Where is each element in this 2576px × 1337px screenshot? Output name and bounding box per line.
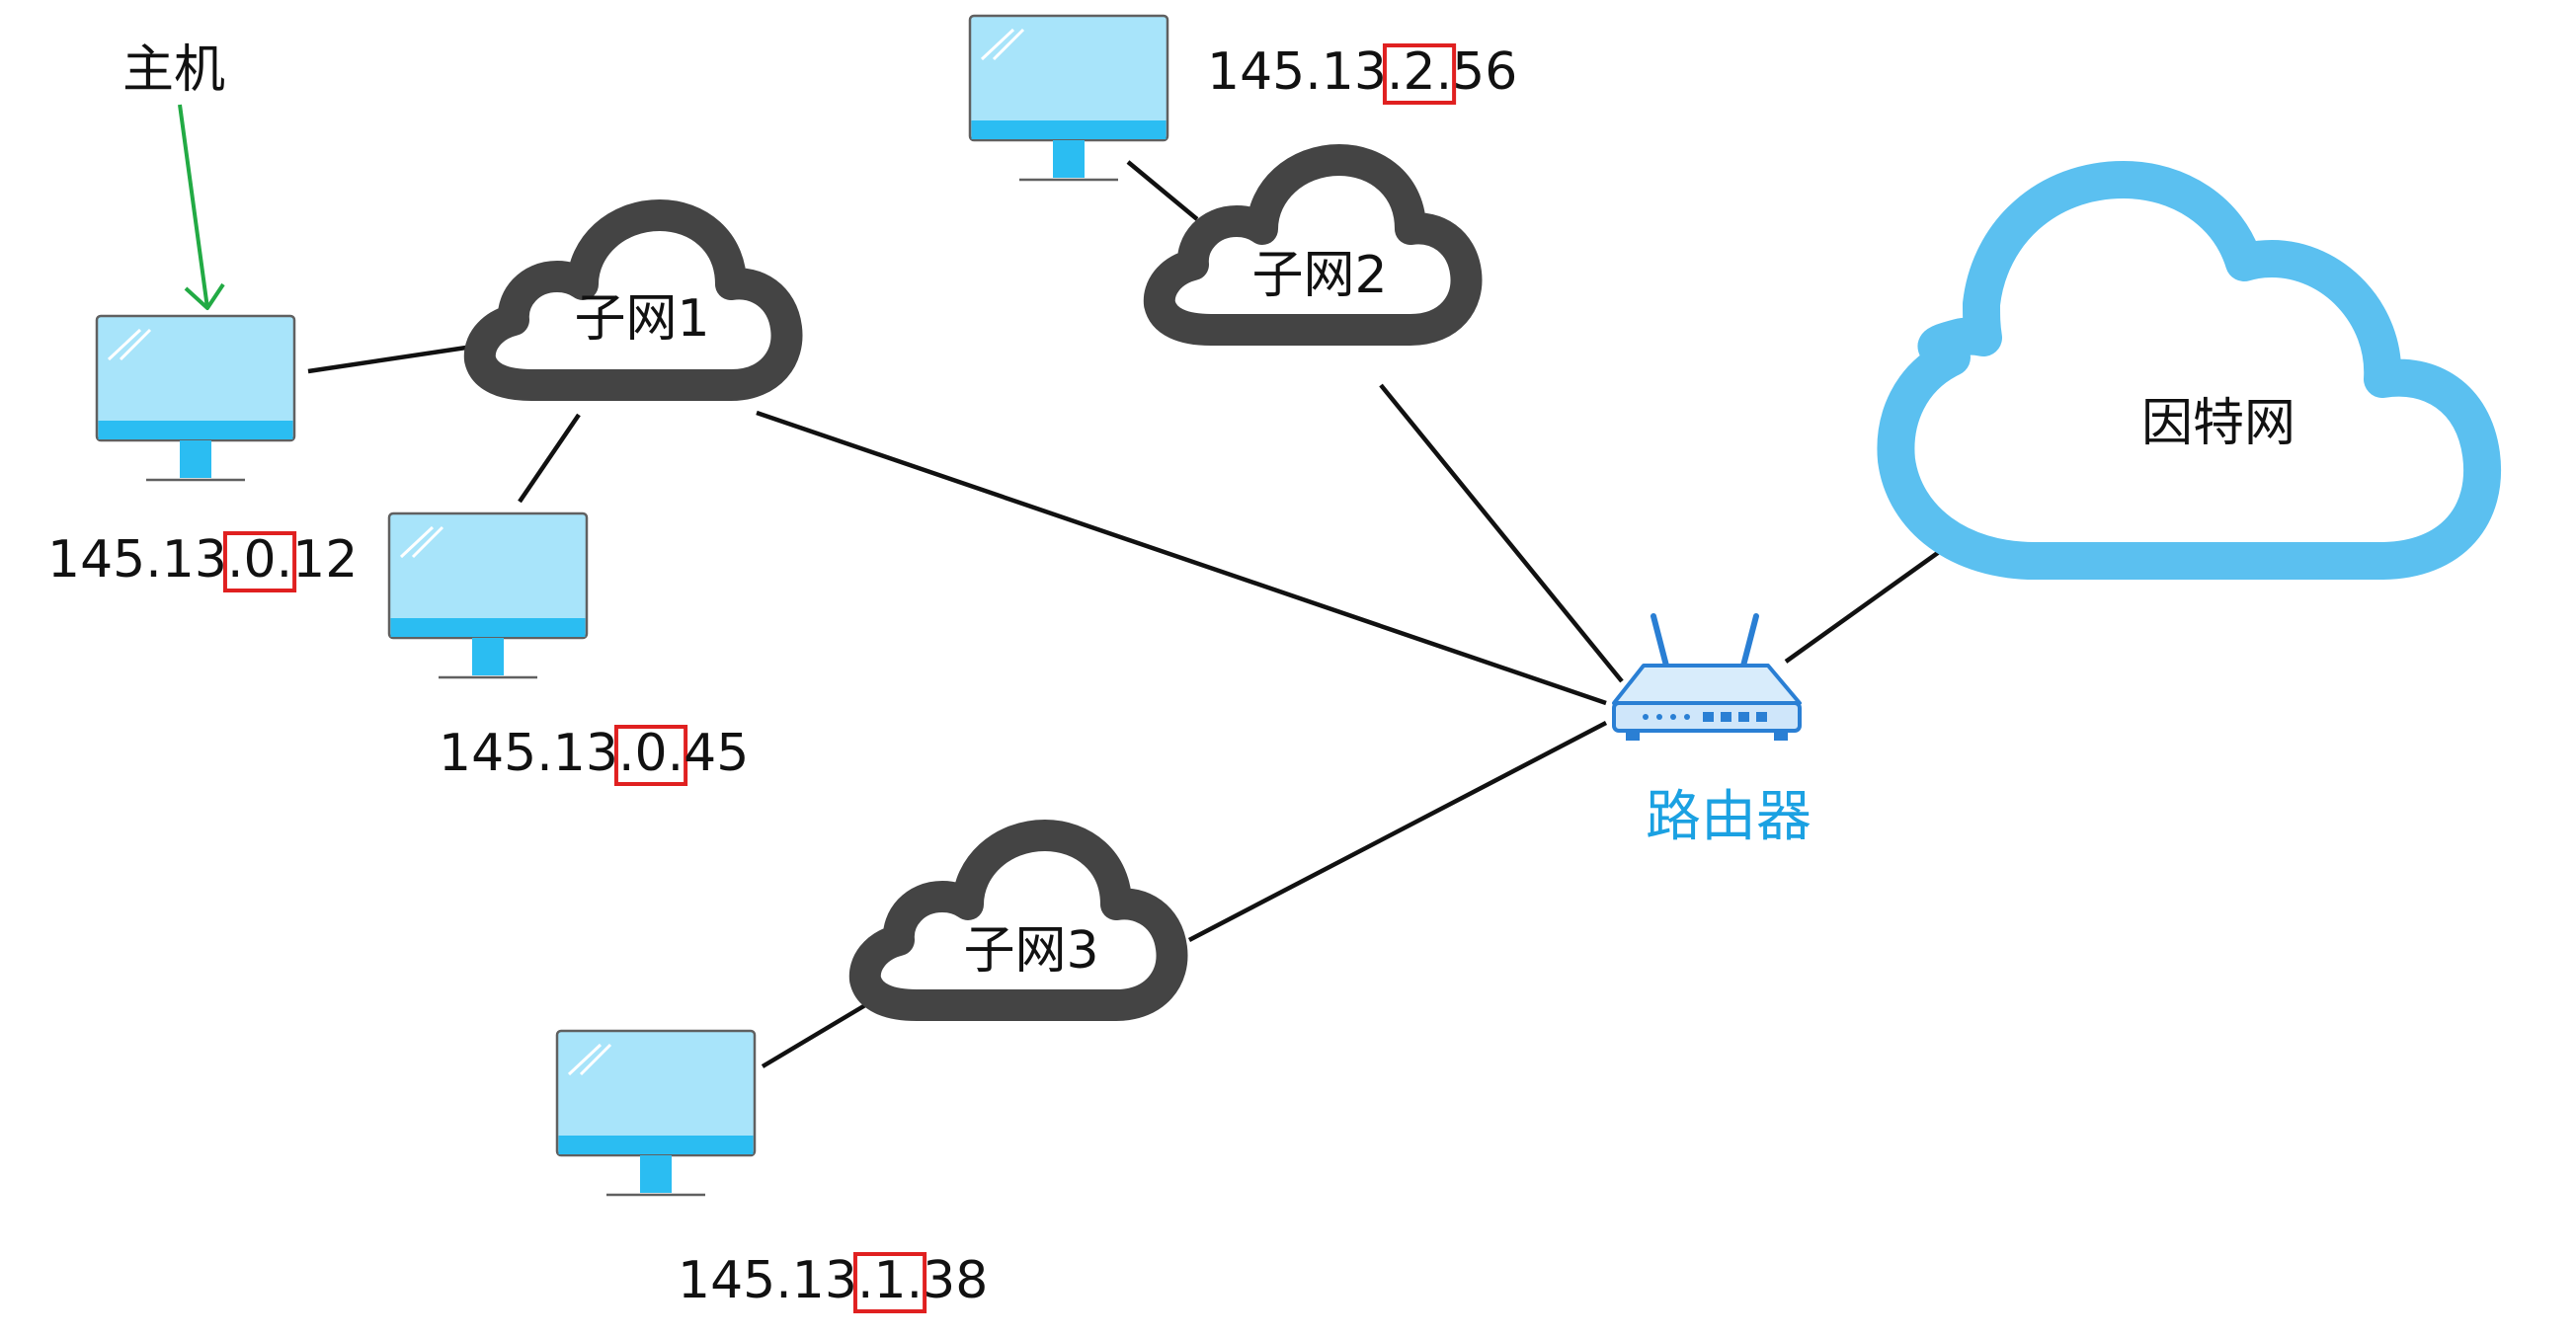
ip-highlight: .1. (857, 1251, 923, 1310)
ip-highlight-box (222, 531, 297, 592)
subnet-label: 子网3 (963, 921, 1098, 981)
ip-prefix: 145.13 (47, 530, 227, 590)
internet-cloud: 因特网 (1877, 161, 2502, 580)
internet-label: 因特网 (2141, 394, 2295, 453)
ip-highlight-box (852, 1252, 927, 1313)
host-pointer-arrow-icon (178, 104, 225, 310)
monitor-icon (555, 1029, 757, 1197)
ip-label: 145.13.1.38 (678, 1251, 988, 1313)
ip-prefix: 145.13 (678, 1251, 857, 1310)
link-subnet2-router (1379, 383, 1624, 683)
host-label: 主机 (122, 40, 225, 100)
ip-highlight: .0. (618, 724, 684, 783)
ip-prefix: 145.13 (439, 724, 618, 783)
router-label: 路由器 (1646, 785, 1811, 849)
link-host3-subnet2 (1126, 160, 1199, 221)
monitor-icon (95, 314, 296, 482)
subnet-label: 子网1 (574, 289, 709, 349)
ip-suffix: 38 (923, 1251, 988, 1310)
subnet-cloud-1: 子网1 (480, 215, 787, 385)
ip-suffix: 56 (1452, 42, 1517, 102)
link-host1-subnet1 (307, 345, 467, 374)
router-icon (1612, 613, 1802, 741)
ip-highlight-box (613, 725, 688, 786)
ip-prefix: 145.13 (1207, 42, 1387, 102)
subnet-label: 子网2 (1251, 246, 1387, 305)
ip-highlight: .2. (1387, 42, 1452, 102)
link-host4-subnet3 (761, 1003, 867, 1068)
ip-suffix: 45 (684, 724, 749, 783)
ip-label: 145.13.2.56 (1207, 42, 1517, 105)
ip-label: 145.13.0.45 (439, 724, 749, 786)
router: 路由器 (1612, 613, 1811, 849)
ip-label: 145.13.0.12 (47, 530, 358, 592)
link-subnet1-router (756, 410, 1607, 706)
link-host2-subnet1 (518, 413, 581, 504)
ip-suffix: 12 (292, 530, 358, 590)
connection-lines (307, 160, 1975, 1068)
monitor-icon (387, 511, 589, 679)
subnet-cloud-3: 子网3 (865, 835, 1172, 1005)
ip-highlight: .0. (227, 530, 292, 590)
subnet-cloud-2: 子网2 (1160, 160, 1467, 330)
link-subnet3-router (1187, 721, 1608, 942)
cloud-icon (1877, 161, 2502, 580)
monitor-icon (968, 14, 1169, 182)
ip-highlight-box (1382, 43, 1457, 105)
